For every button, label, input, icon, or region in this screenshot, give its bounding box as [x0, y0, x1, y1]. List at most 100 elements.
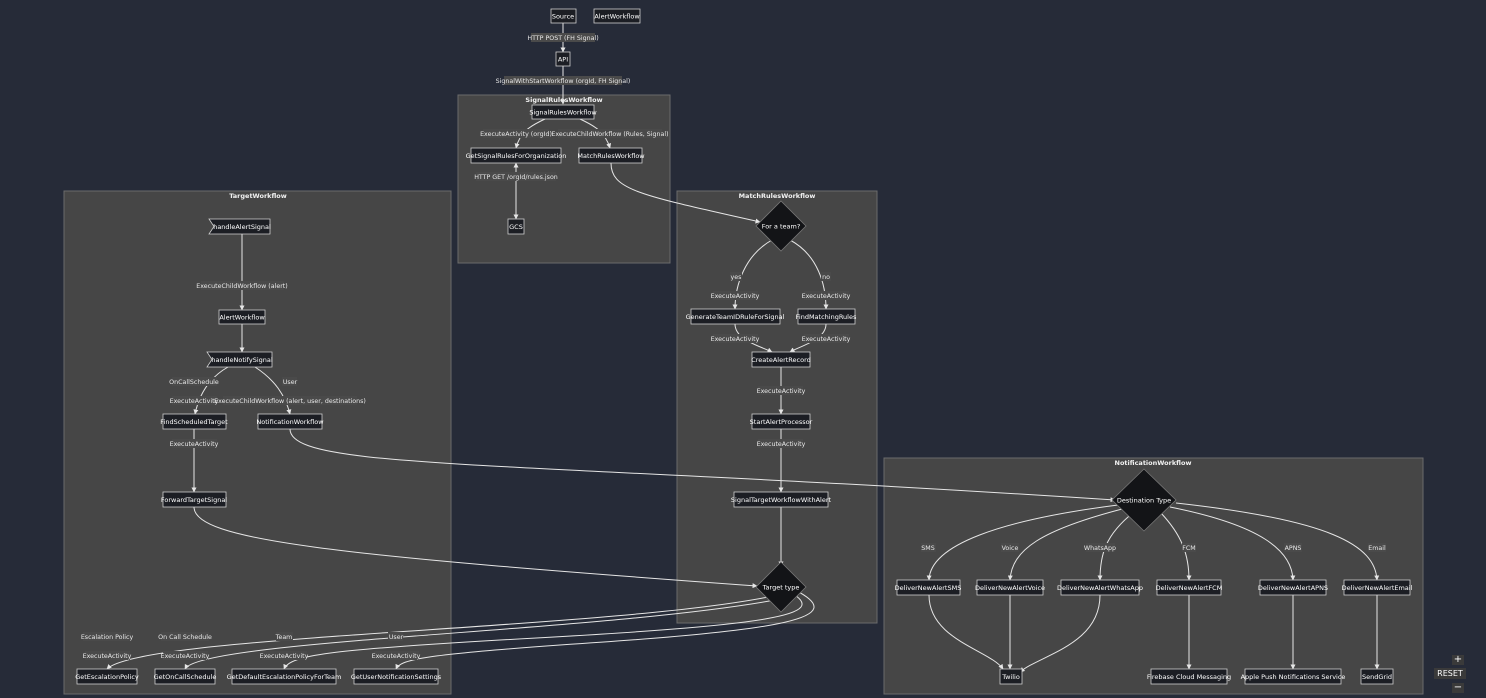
decision-destination-type[interactable]: Destination Type [1111, 468, 1177, 532]
edge-label: ExecuteActivity [260, 653, 309, 660]
edge-label: On Call Schedule [158, 634, 212, 641]
svg-text:CreateAlertRecord: CreateAlertRecord [751, 356, 811, 364]
node-deliver-email[interactable]: DeliverNewAlertEmail [1342, 579, 1413, 596]
svg-text:handleAlertSignal: handleAlertSignal [213, 223, 271, 231]
zoom-in-button[interactable]: + [1452, 654, 1464, 665]
edge-label: ExecuteActivity [83, 653, 132, 660]
edge-label: WhatsApp [1084, 545, 1116, 552]
node-api[interactable]: API [555, 51, 571, 67]
node-notification-workflow[interactable]: NotificationWorkflow [256, 413, 324, 430]
node-apple-push[interactable]: Apple Push Notifications Service [1241, 668, 1346, 685]
svg-text:Twilio: Twilio [1001, 673, 1020, 681]
svg-text:DeliverNewAlertAPNS: DeliverNewAlertAPNS [1258, 584, 1328, 592]
edge [732, 239, 773, 310]
edge-label: ExecuteActivity (orgId) [480, 131, 552, 138]
edge [395, 589, 815, 670]
node-twilio[interactable]: Twilio [999, 668, 1023, 685]
edge-label: SMS [921, 545, 934, 552]
svg-text:GenerateTeamIDRuleForSignal: GenerateTeamIDRuleForSignal [686, 313, 785, 321]
node-match-rules-workflow[interactable]: MatchRulesWorkflow [577, 147, 645, 164]
node-forward-target-signal[interactable]: ForwardTargetSignal [161, 491, 227, 508]
node-signal-target-workflow[interactable]: SignalTargetWorkflowWithAlert [731, 491, 832, 508]
edge [1169, 506, 1296, 581]
edge [1175, 502, 1380, 581]
node-firebase[interactable]: Firebase Cloud Messaging [1147, 668, 1231, 685]
edges [106, 23, 1380, 673]
svg-text:GetUserNotificationSettings: GetUserNotificationSettings [351, 673, 442, 681]
zoom-out-button[interactable]: − [1452, 682, 1464, 693]
svg-text:MatchRulesWorkflow: MatchRulesWorkflow [577, 152, 645, 160]
node-alert-workflow-top[interactable]: AlertWorkflow [593, 8, 641, 24]
edge-label: ExecuteActivity [372, 653, 421, 660]
node-deliver-whatsapp[interactable]: DeliverNewAlertWhatsApp [1057, 579, 1143, 596]
svg-text:DeliverNewAlertWhatsApp: DeliverNewAlertWhatsApp [1057, 584, 1143, 592]
edge [193, 506, 758, 589]
node-handle-alert-signal[interactable]: handleAlertSignal [208, 218, 271, 235]
edge [610, 162, 761, 224]
edge-label: ExecuteChildWorkflow (Rules, Signal) [551, 131, 668, 138]
node-get-user-notification[interactable]: GetUserNotificationSettings [351, 668, 442, 685]
svg-text:GetOnCallSchedule: GetOnCallSchedule [154, 673, 217, 681]
node-source[interactable]: Source [550, 8, 577, 24]
node-find-scheduled-target[interactable]: FindScheduledTarget [160, 413, 228, 430]
node-get-default-escalation[interactable]: GetDefaultEscalationPolicyForTeam [227, 668, 342, 685]
node-generate-team-id-rule[interactable]: GenerateTeamIDRuleForSignal [686, 308, 785, 325]
edge [289, 428, 1116, 503]
node-get-signal-rules[interactable]: GetSignalRulesForOrganization [466, 147, 567, 164]
svg-text:AlertWorkflow: AlertWorkflow [594, 13, 640, 21]
cluster-title: SignalRulesWorkflow [525, 96, 602, 104]
node-get-on-call-schedule[interactable]: GetOnCallSchedule [154, 668, 217, 685]
reset-button[interactable]: RESET [1434, 668, 1466, 679]
edge [789, 239, 829, 310]
edge [1019, 594, 1101, 673]
decision-target-type[interactable]: Target type [755, 561, 807, 613]
svg-text:handleNotifySignal: handleNotifySignal [211, 356, 273, 364]
edge-label: ExecuteChildWorkflow (alert, user, desti… [214, 398, 366, 405]
node-get-escalation-policy[interactable]: GetEscalationPolicy [75, 668, 139, 685]
edge-label: HTTP POST (FH Signal) [527, 35, 598, 42]
svg-text:DeliverNewAlertFCM: DeliverNewAlertFCM [1156, 584, 1223, 592]
node-deliver-sms[interactable]: DeliverNewAlertSMS [895, 579, 962, 596]
svg-text:SendGrid: SendGrid [1362, 673, 1392, 681]
svg-text:Target type: Target type [762, 584, 800, 592]
edge-label: ExecuteActivity [170, 398, 219, 405]
edge-label: ExecuteActivity [757, 441, 806, 448]
node-create-alert-record[interactable]: CreateAlertRecord [751, 351, 811, 368]
edge-label: OnCallSchedule [169, 379, 219, 386]
svg-text:FindScheduledTarget: FindScheduledTarget [160, 418, 228, 426]
node-deliver-apns[interactable]: DeliverNewAlertAPNS [1258, 579, 1328, 596]
edge-label: ExecuteActivity [802, 336, 851, 343]
svg-text:ForwardTargetSignal: ForwardTargetSignal [161, 496, 227, 504]
svg-text:DeliverNewAlertSMS: DeliverNewAlertSMS [895, 584, 962, 592]
node-alert-workflow[interactable]: AlertWorkflow [218, 309, 266, 325]
svg-text:FindMatchingRules: FindMatchingRules [796, 313, 857, 321]
svg-text:SignalRulesWorkflow: SignalRulesWorkflow [529, 109, 597, 117]
node-handle-notify-signal[interactable]: handleNotifySignal [206, 351, 273, 368]
node-sendgrid[interactable]: SendGrid [1360, 668, 1394, 685]
edge [1007, 507, 1127, 581]
edge-label: SignalWithStartWorkflow (orgId, FH Signa… [496, 78, 631, 85]
edge-label: Voice [1002, 545, 1019, 552]
cluster-title: MatchRulesWorkflow [739, 192, 816, 200]
node-deliver-fcm[interactable]: DeliverNewAlertFCM [1156, 579, 1223, 596]
edge-label: ExecuteActivity [802, 293, 851, 300]
node-gcs[interactable]: GCS [507, 218, 525, 235]
edge [926, 504, 1119, 581]
svg-text:GetSignalRulesForOrganization: GetSignalRulesForOrganization [466, 152, 567, 160]
edge-label: User [283, 379, 298, 386]
svg-text:For a team?: For a team? [762, 223, 801, 231]
cluster-title: NotificationWorkflow [1115, 459, 1192, 467]
node-signal-rules-workflow[interactable]: SignalRulesWorkflow [529, 104, 597, 120]
edge-label: ExecuteChildWorkflow (alert) [196, 283, 287, 290]
svg-text:SignalTargetWorkflowWithAlert: SignalTargetWorkflowWithAlert [731, 496, 832, 504]
node-deliver-voice[interactable]: DeliverNewAlertVoice [975, 579, 1045, 596]
svg-text:Destination Type: Destination Type [1117, 497, 1171, 505]
edge-label: ExecuteActivity [161, 653, 210, 660]
node-start-alert-processor[interactable]: StartAlertProcessor [750, 413, 813, 430]
svg-text:StartAlertProcessor: StartAlertProcessor [750, 418, 813, 426]
node-find-matching-rules[interactable]: FindMatchingRules [796, 308, 857, 325]
decision-for-a-team[interactable]: For a team? [755, 200, 807, 252]
edge-label: ExecuteActivity [711, 293, 760, 300]
edge-label: APNS [1285, 545, 1302, 552]
